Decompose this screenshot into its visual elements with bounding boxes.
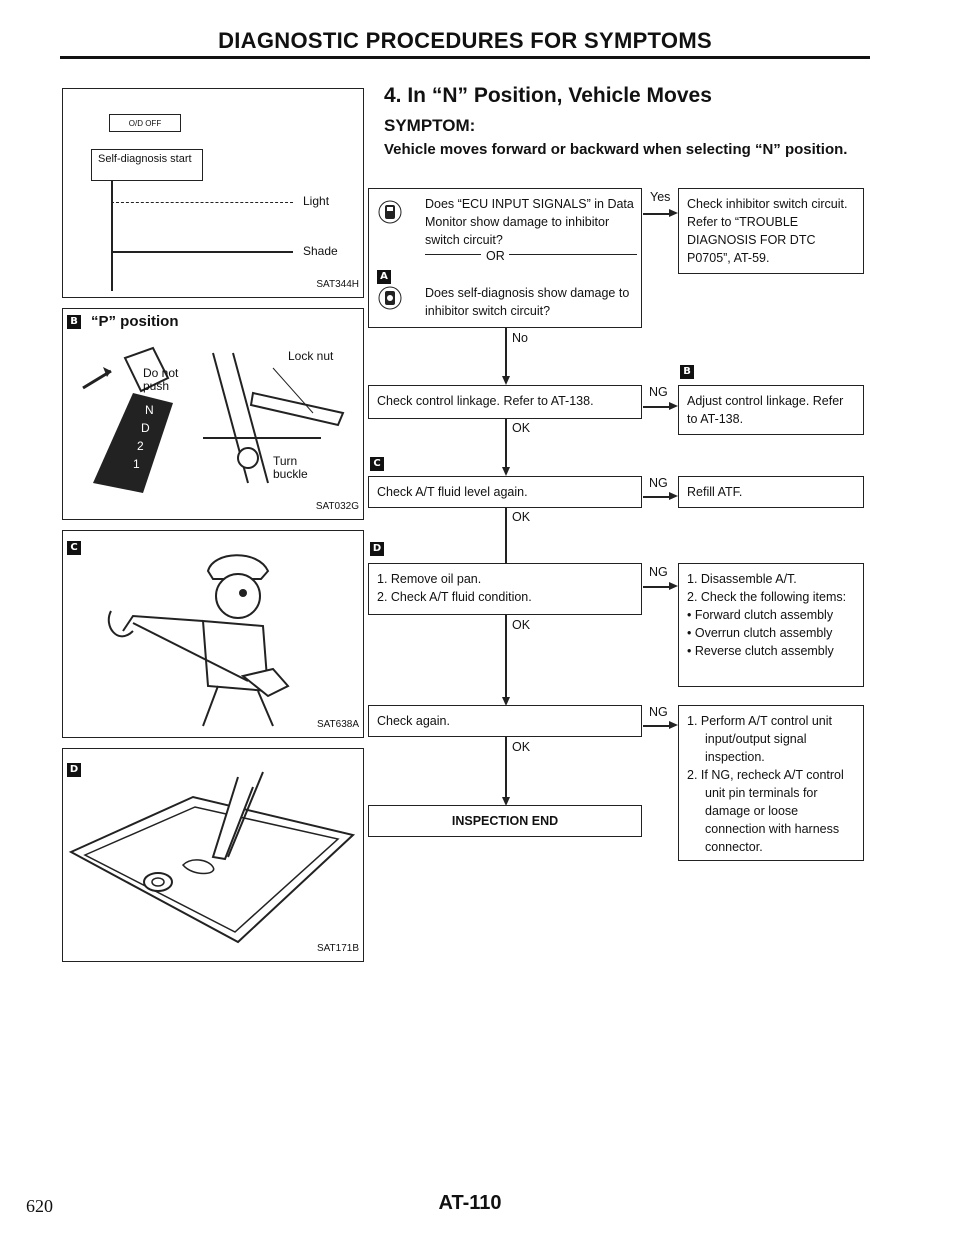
step-4-ng-line-4: • Overrun clutch assembly [687, 626, 833, 640]
oil-pan-illustration [68, 771, 356, 944]
step-4-ng-line-1: 1. Disassemble A/T. [687, 572, 797, 586]
signal-axis [111, 181, 113, 291]
light-label: Light [303, 194, 330, 208]
step-1-tag-a: A [377, 270, 391, 284]
step-4-ng-line-3: • Forward clutch assembly [687, 608, 834, 622]
flow-tag-c: C [370, 456, 384, 471]
technician-illustration [107, 554, 290, 727]
ok-label-2: OK [512, 421, 531, 435]
figure-code-b: SAT032G [315, 501, 359, 512]
step-2-ng-action: Adjust control linkage. Refer to AT-138. [678, 385, 864, 435]
flow-step-5: Check again. [368, 705, 642, 737]
step-4-line-2: 2. Check A/T fluid condition. [377, 590, 532, 604]
step-5-ng-line-1: 1. Perform A/T control unit input/output… [687, 714, 832, 764]
panel-b: B “P” position P R N D 2 1 Lock nut Do n… [62, 308, 364, 520]
step-1-question-1: Does “ECU INPUT SIGNALS” in Data Monitor… [425, 197, 634, 247]
step-4-ng-action: 1. Disassemble A/T. 2. Check the followi… [678, 563, 864, 687]
figure-code-d: SAT171B [316, 943, 359, 954]
no-label: No [512, 331, 528, 345]
flow-step-4: 1. Remove oil pan. 2. Check A/T fluid co… [368, 563, 642, 615]
shade-signal-line [111, 251, 293, 253]
no-arrow [502, 376, 510, 385]
flow-tag-d: D [370, 541, 384, 556]
panel-d: D SAT171B [62, 748, 364, 962]
section-title: 4. In “N” Position, Vehicle Moves [384, 84, 712, 107]
flow-step-3: Check A/T fluid level again. [368, 476, 642, 508]
panel-b-heading: B “P” position [67, 313, 179, 330]
page-number: 620 [26, 1196, 53, 1216]
panel-d-tag: D [67, 762, 81, 777]
flow-step-2: Check control linkage. Refer to AT-138. [368, 385, 642, 419]
do-not-push-label: Do not push [143, 366, 179, 393]
ng-label-2: NG [649, 385, 668, 399]
step-4-line-1: 1. Remove oil pan. [377, 572, 482, 586]
step-4-ng-line-5: • Reverse clutch assembly [687, 644, 834, 658]
page-title: DIAGNOSTIC PROCEDURES FOR SYMPTOMS [218, 28, 712, 53]
symptom-text: Vehicle moves forward or backward when s… [384, 141, 848, 158]
ok-label-4: OK [512, 618, 531, 632]
flow-tag-b: B [680, 364, 694, 379]
panel-c: C SAT638A [62, 530, 364, 738]
ok-label-3: OK [512, 510, 531, 524]
flow-step-1: Does “ECU INPUT SIGNALS” in Data Monitor… [368, 188, 642, 328]
figure-code-c: SAT638A [316, 719, 359, 730]
self-diagnosis-label: Self-diagnosis start [91, 149, 203, 181]
yes-label: Yes [650, 190, 671, 204]
consult-icon [378, 200, 402, 224]
shade-label: Shade [303, 244, 338, 258]
step-3-ng-action: Refill ATF. [678, 476, 864, 508]
symptom-label: SYMPTOM: [384, 116, 476, 135]
turn-buckle-label: Turn buckle [273, 454, 308, 481]
ok-label-5: OK [512, 740, 531, 754]
shift-lever-illustration [82, 346, 345, 493]
step-1-yes-action: Check inhibitor switch circuit. Refer to… [678, 188, 864, 274]
panel-a: O/D OFF Self-diagnosis start Light Shade… [62, 88, 364, 298]
self-diagnosis-icon [378, 286, 402, 310]
page-code: AT-110 [438, 1192, 502, 1214]
header-rule [60, 56, 870, 59]
panel-c-tag: C [67, 540, 81, 555]
lock-nut-label: Lock nut [288, 349, 334, 363]
ng-label-5: NG [649, 705, 668, 719]
step-1-question-2: Does self-diagnosis show damage to inhib… [425, 286, 630, 318]
od-off-button: O/D OFF [109, 114, 181, 132]
light-signal-line [111, 202, 293, 203]
figure-code-a: SAT344H [316, 279, 359, 290]
step-5-ng-line-2: 2. If NG, recheck A/T control unit pin t… [687, 768, 844, 854]
inspection-end: INSPECTION END [368, 805, 642, 837]
step-4-ng-line-2: 2. Check the following items: [687, 590, 847, 604]
shift-pattern: P R N D 2 1 [133, 367, 162, 471]
step-5-ng-action: 1. Perform A/T control unit input/output… [678, 705, 864, 861]
or-label: OR [481, 247, 510, 265]
ng-label-4: NG [649, 565, 668, 579]
yes-arrow [669, 209, 678, 217]
ng-label-3: NG [649, 476, 668, 490]
